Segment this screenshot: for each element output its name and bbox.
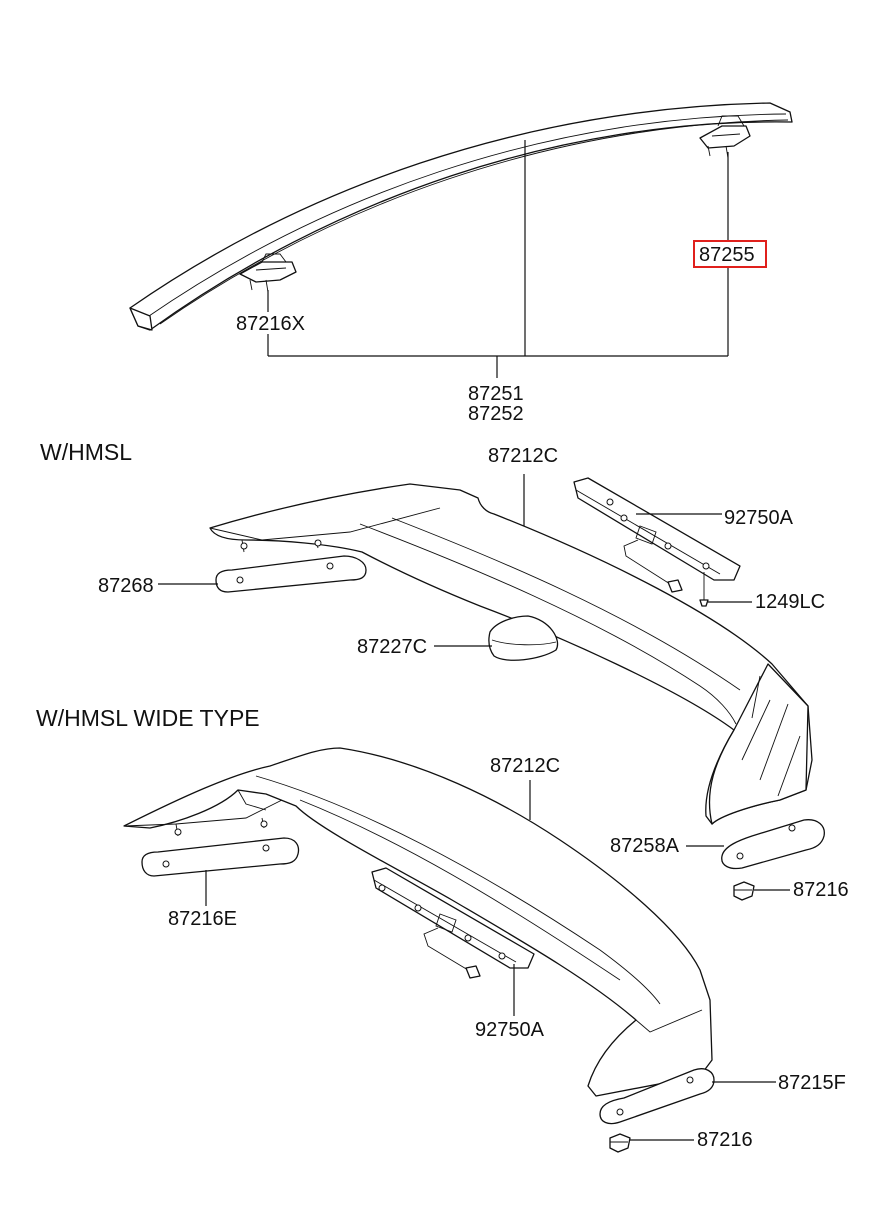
hmsl-lamp-cover-87227C: [488, 615, 559, 661]
label-87212C-wide: 87212C: [490, 755, 560, 777]
bracket-87258A: [721, 819, 825, 870]
roof-moulding: [129, 102, 793, 331]
bracket-87215F: [599, 1068, 715, 1125]
hmsl-lamp-92750A-wide: [371, 867, 535, 979]
label-87255: 87255: [699, 244, 755, 266]
label-92750A-hmsl: 92750A: [724, 507, 794, 529]
moulding-clip-right: [699, 115, 751, 159]
label-92750A-wide: 92750A: [475, 1019, 545, 1041]
label-87216-b: 87216: [697, 1129, 753, 1151]
label-87216E: 87216E: [168, 908, 237, 930]
label-87251: 87251: [468, 383, 524, 405]
highlight-box-87255: [693, 240, 767, 268]
label-87215F: 87215F: [778, 1072, 846, 1094]
label-87252: 87252: [468, 403, 524, 425]
leader-lines-top: [267, 140, 729, 378]
label-87212C-hmsl: 87212C: [488, 445, 558, 467]
section-title-hmsl: W/HMSL: [40, 439, 132, 465]
hmsl-lamp-92750A-top: [573, 477, 741, 607]
rear-spoiler-hmsl: [209, 483, 813, 825]
label-87227C: 87227C: [357, 636, 427, 658]
nut-87216-a: [733, 881, 755, 901]
label-87216-a: 87216: [793, 879, 849, 901]
label-87258A: 87258A: [610, 835, 680, 857]
section-title-hmsl-wide: W/HMSL WIDE TYPE: [36, 705, 260, 731]
label-87268: 87268: [98, 575, 154, 597]
bracket-87216E: [141, 837, 300, 877]
label-1249LC: 1249LC: [755, 591, 825, 613]
nut-87216-b: [609, 1133, 631, 1153]
leader-lines-bottom: [205, 780, 790, 1141]
bracket-87268: [215, 555, 367, 593]
label-87216X: 87216X: [236, 313, 305, 335]
moulding-clip-left: [239, 253, 297, 293]
leader-lines-middle: [158, 474, 752, 647]
